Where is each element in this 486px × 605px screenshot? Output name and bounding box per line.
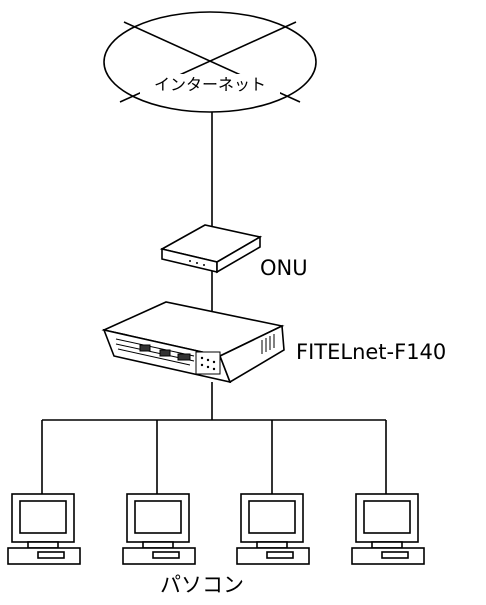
internet-label: インターネット — [140, 74, 280, 96]
pc-4 — [351, 493, 425, 565]
pc-group-label: パソコン — [160, 573, 244, 597]
onu-label: ONU — [260, 256, 308, 280]
pc-1 — [7, 493, 81, 565]
pc-2 — [122, 493, 196, 565]
router-label: FITELnet-F140 — [296, 340, 447, 364]
router-device — [101, 301, 285, 384]
onu-device — [159, 224, 263, 274]
pc-3 — [236, 493, 310, 565]
